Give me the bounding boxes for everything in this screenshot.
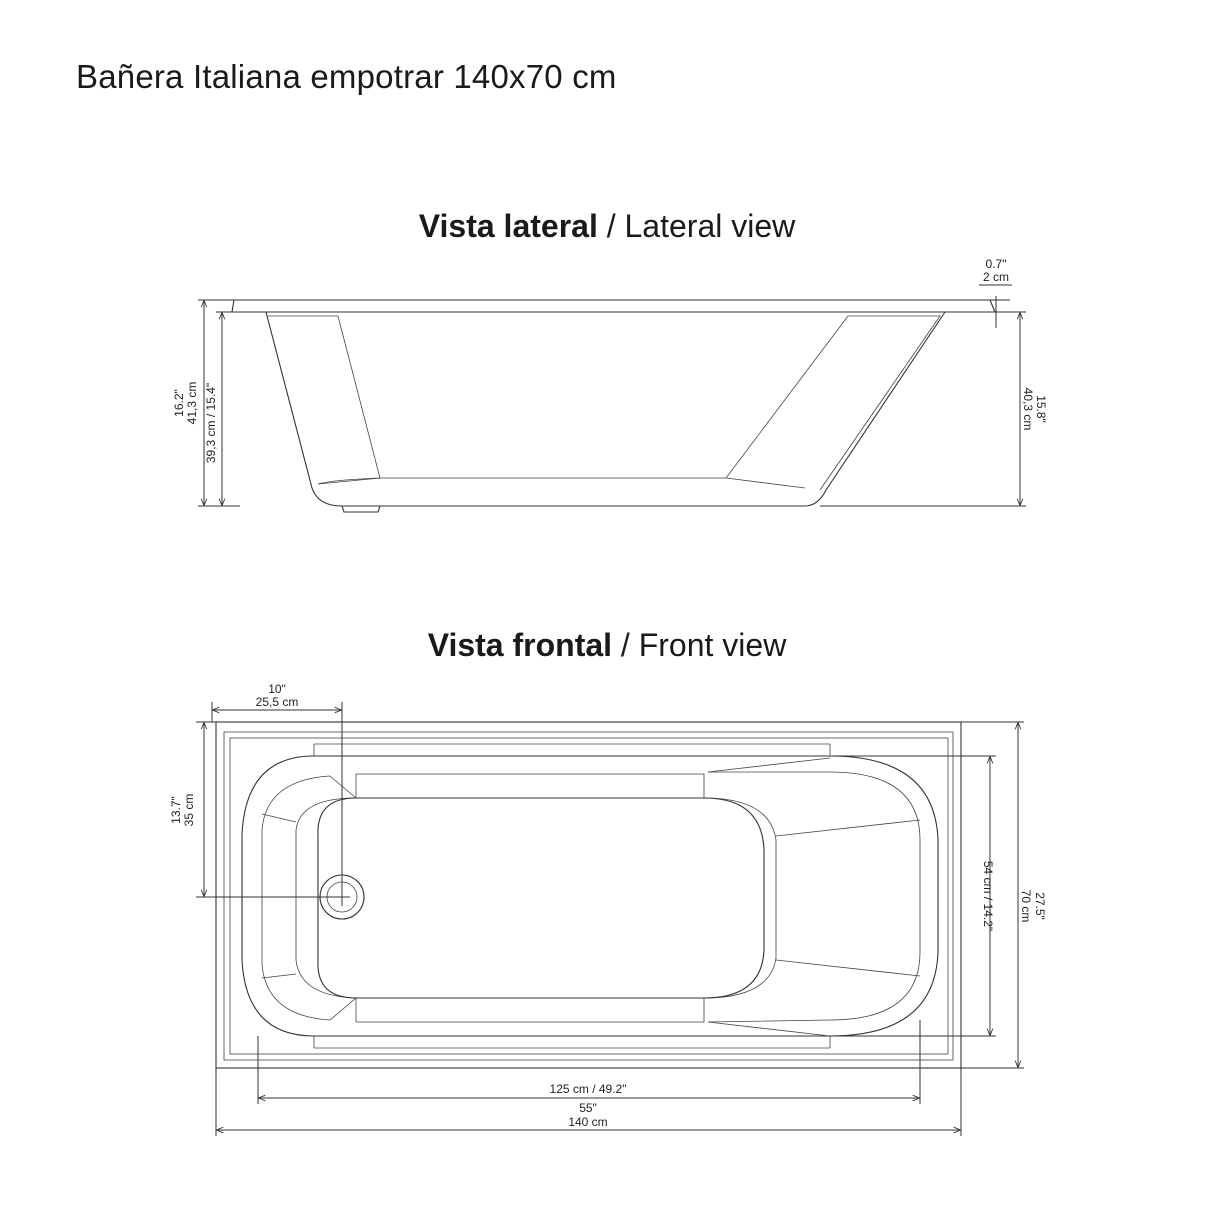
right-backrest	[725, 315, 941, 491]
front-view-title-es: Vista frontal	[427, 627, 613, 663]
tub-rim	[231, 299, 996, 313]
dim-inner-length: 125 cm / 49.2"	[550, 1082, 627, 1096]
lateral-view-title-es: Vista lateral	[418, 208, 598, 244]
dim-drain-y-in: 13.7"	[169, 796, 183, 824]
dim-left-inner: 39,3 cm / 15.4"	[204, 383, 218, 463]
dim-top-in: 0.7"	[986, 257, 1007, 271]
lateral-view-drawing: 0.7" 2 cm 16.2" 41,3 cm 39,3 cm / 15.4" …	[172, 257, 1048, 513]
dim-outer-length-cm: 140 cm	[568, 1115, 607, 1129]
left-backrest	[268, 315, 381, 485]
drain-outlet	[341, 505, 381, 513]
dim-inner-width: 54 cm / 14.2"	[981, 861, 995, 931]
tub-outer-frame	[215, 721, 962, 1069]
front-view-title: Vista frontal / Front view	[0, 627, 1214, 664]
dim-outer-length-in: 55"	[579, 1101, 597, 1115]
front-view-drawing: 10" 25,5 cm 13.7" 35 cm 54 cm / 14.2" 27…	[169, 682, 1047, 1136]
dim-drain-x-cm: 25,5 cm	[256, 695, 299, 709]
tub-body	[265, 311, 946, 507]
dim-right-in: 15.8"	[1034, 395, 1048, 423]
front-view-title-en: / Front view	[620, 627, 787, 663]
dim-left-outer-in: 16.2"	[172, 389, 186, 417]
dim-left-outer-cm: 41,3 cm	[185, 382, 199, 425]
lateral-view-title-en: / Lateral view	[606, 208, 796, 244]
basin-floor	[317, 797, 765, 999]
dim-outer-width-in: 27.5"	[1033, 892, 1047, 920]
dim-outer-width-cm: 70 cm	[1019, 890, 1033, 923]
dim-drain-x-in: 10"	[268, 682, 286, 696]
dim-right-cm: 40,3 cm	[1021, 388, 1035, 431]
dim-drain-y-cm: 35 cm	[182, 794, 196, 827]
page-title: Bañera Italiana empotrar 140x70 cm	[76, 58, 617, 95]
lateral-view-title: Vista lateral / Lateral view	[0, 208, 1214, 245]
dim-top-cm: 2 cm	[983, 270, 1009, 284]
